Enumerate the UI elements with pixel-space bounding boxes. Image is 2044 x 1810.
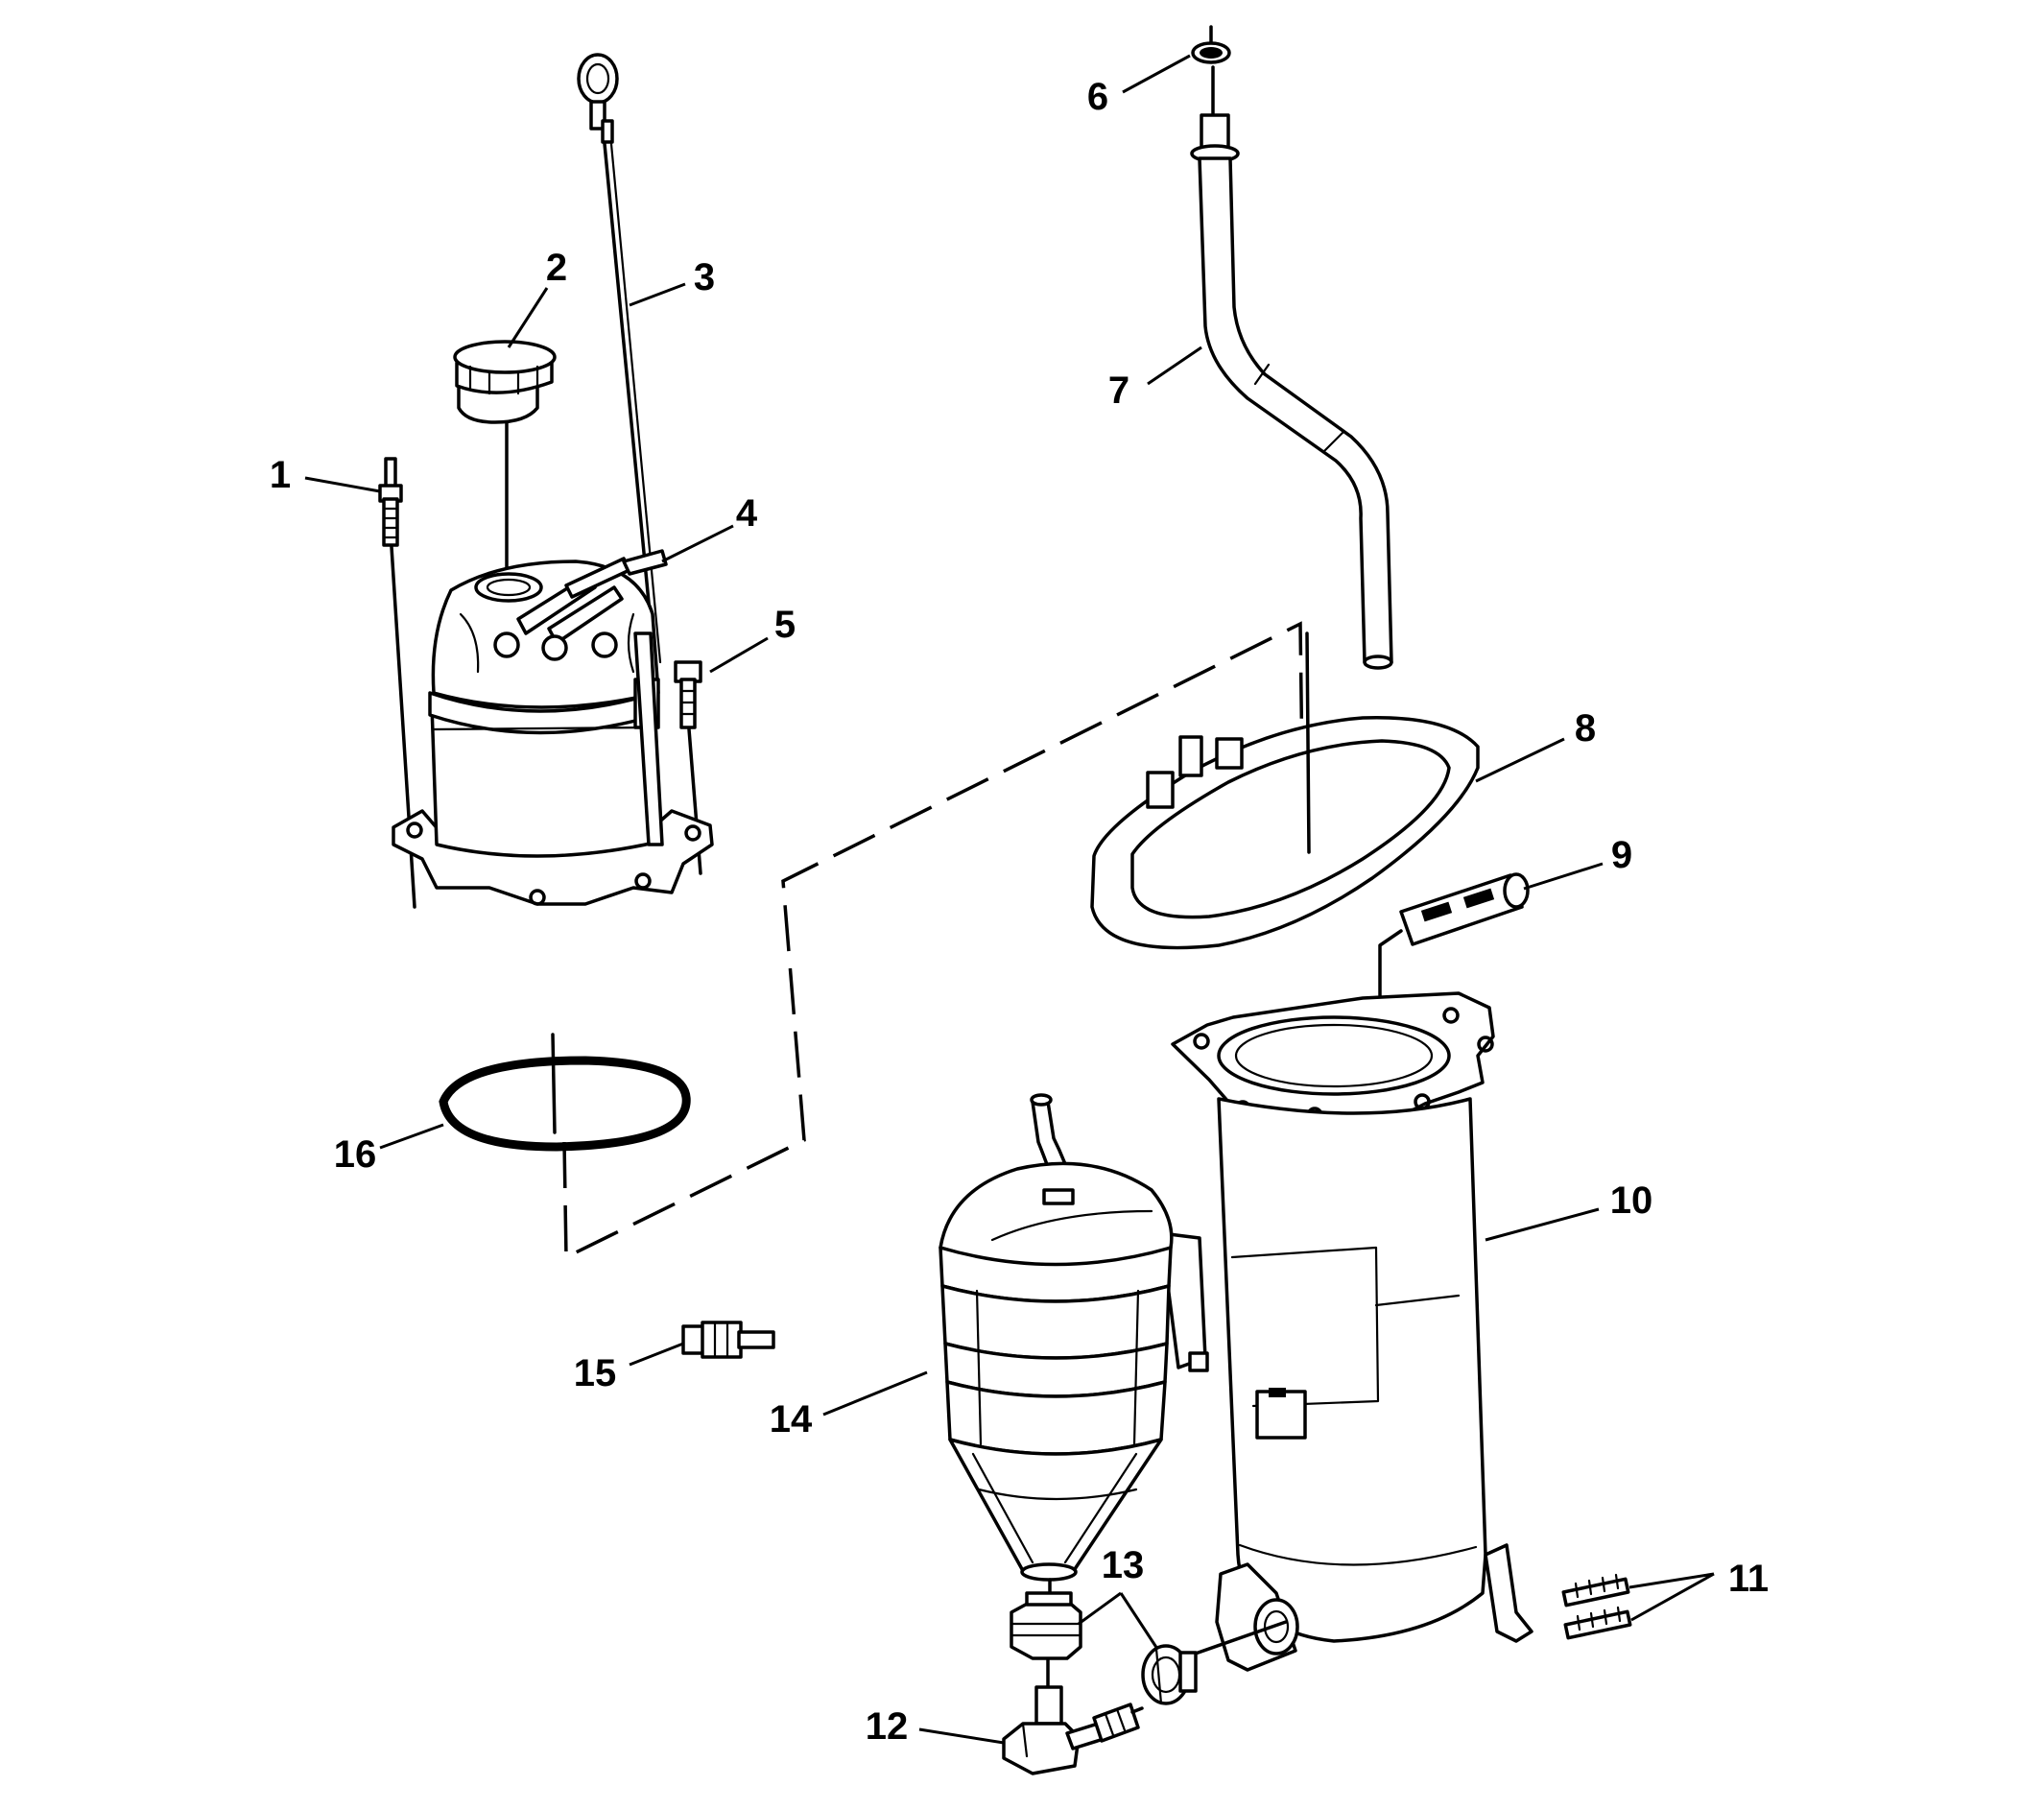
leader-8 [1475, 737, 1565, 783]
part-12-elbow [1002, 1685, 1144, 1775]
leader-14 [822, 1370, 928, 1417]
part-4-upper-housing [392, 549, 714, 906]
callout-4: 4 [736, 492, 758, 535]
callout-5: 5 [774, 604, 796, 646]
leader-13 [1078, 1591, 1159, 1650]
callout-14: 14 [770, 1398, 813, 1441]
leader-5 [709, 636, 769, 674]
part-15-sensor [681, 1321, 775, 1359]
part-9-filter-insert [1378, 872, 1530, 1072]
callout-7: 7 [1108, 369, 1129, 412]
leader-1 [304, 476, 381, 493]
leader-15 [629, 1342, 684, 1367]
leader-7 [1147, 345, 1202, 386]
callout-11: 11 [1728, 1558, 1769, 1600]
part-7-fill-tube [1190, 113, 1393, 670]
callout-8: 8 [1575, 707, 1596, 750]
callout-15: 15 [574, 1352, 617, 1394]
part-14-funnel-canister [939, 1093, 1209, 1601]
callout-16: 16 [334, 1133, 377, 1176]
leader-16 [379, 1123, 444, 1150]
part-6-grommet [1191, 25, 1231, 115]
callout-2: 2 [546, 247, 567, 289]
leader-11 [1628, 1572, 1715, 1622]
leader-3 [629, 282, 686, 307]
callout-3: 3 [694, 256, 715, 298]
callout-13: 13 [1102, 1544, 1145, 1586]
part-13-fittings [1010, 1591, 1198, 1705]
callout-6: 6 [1087, 76, 1108, 118]
leader-6 [1122, 54, 1191, 94]
part-2-cap [453, 340, 557, 589]
assembly-dashed-line [562, 621, 1305, 1260]
leader-12 [918, 1727, 1005, 1745]
callout-1: 1 [270, 454, 291, 496]
callout-9: 9 [1611, 834, 1632, 876]
part-16-seal-ring [439, 1033, 691, 1152]
part-3-dipstick [577, 53, 662, 664]
callout-12: 12 [866, 1705, 909, 1748]
part-8-band-clamp [1090, 631, 1480, 950]
leader-4 [661, 524, 734, 563]
leader-2 [507, 287, 549, 348]
part-10-lower-housing [1171, 991, 1533, 1672]
part-11-studs [1561, 1573, 1632, 1640]
leader-9 [1523, 862, 1604, 891]
leader-10 [1485, 1207, 1600, 1242]
callout-10: 10 [1610, 1179, 1653, 1222]
